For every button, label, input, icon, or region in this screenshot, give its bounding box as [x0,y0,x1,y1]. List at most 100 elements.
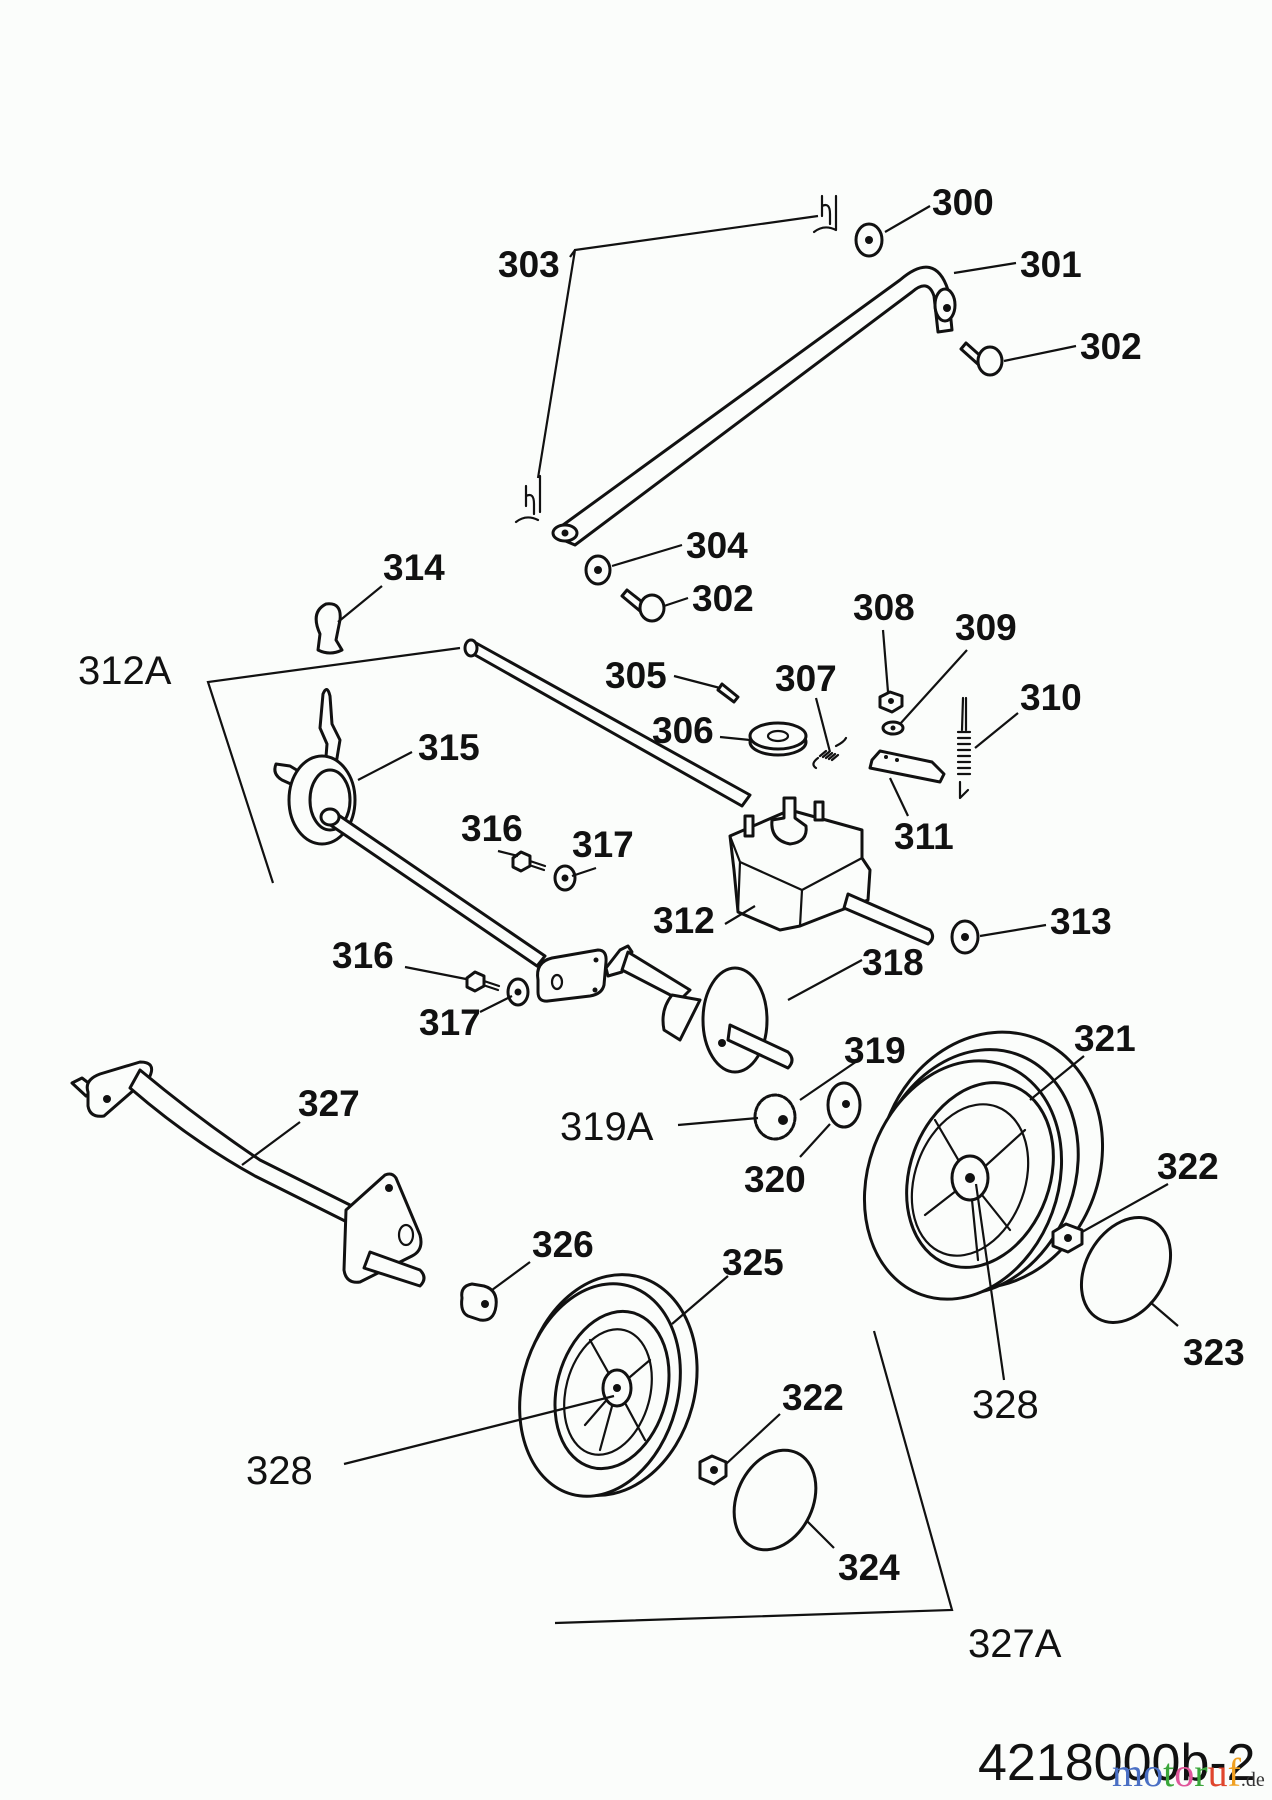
leader-line-300 [884,205,931,233]
spring-307 [812,736,848,770]
callout-label-319A: 319A [560,1105,654,1149]
watermark-letter: t [1163,1750,1174,1795]
hex-nut-308 [878,690,904,714]
watermark-letter: u [1208,1750,1228,1795]
pinion-gear-319 [753,1093,797,1141]
callout-label-312: 312 [653,900,715,941]
callout-label-327A: 327A [968,1622,1062,1666]
hub-cap-323 [1079,1216,1173,1324]
spacer-326 [460,1282,498,1322]
leader-line-312 [724,905,756,925]
washer-300 [854,222,884,258]
leader-line-316-b [404,965,467,981]
leader-line-325 [671,1275,729,1325]
callout-label-317-a: 317 [572,824,634,865]
shift-shaft [463,638,752,808]
callout-label-326: 326 [532,1224,594,1265]
callout-label-321: 321 [1074,1018,1136,1059]
bolt-316-b [465,970,501,993]
leader-line-301 [953,261,1017,275]
leader-line-302-top [1003,344,1077,363]
lever-rod-301 [551,265,957,547]
callout-label-316-a: 316 [461,808,523,849]
leader-line-314 [337,585,383,623]
leader-line-303 [536,214,819,479]
hub-cap-324 [732,1448,818,1552]
callout-label-307: 307 [775,658,837,699]
pulley-306 [748,721,808,757]
watermark-letter: o [1174,1750,1194,1795]
leader-line-311 [889,777,909,817]
clevis-pin-top [959,341,1004,377]
leader-line-319 [799,1058,861,1101]
watermark-letter: r [1194,1750,1207,1795]
callout-label-314: 314 [383,547,445,588]
callout-label-317-b: 317 [419,1002,481,1043]
callout-label-323: 323 [1183,1332,1245,1373]
leader-line-323 [1149,1301,1179,1327]
callout-label-328-a: 328 [972,1383,1039,1427]
callout-label-303: 303 [498,244,560,285]
leader-line-322-b [725,1413,781,1465]
callout-label-324: 324 [838,1547,900,1588]
front-axle-327 [70,1060,426,1288]
callout-label-315: 315 [418,727,480,768]
leader-line-304 [611,543,683,568]
watermark-letter: f [1228,1750,1242,1795]
gearbox-312 [728,796,935,946]
hairpin-clip-top [812,194,838,234]
watermark-logo: motoruf.de [1112,1750,1265,1795]
bracket-312A [206,646,461,884]
extension-spring-310 [956,696,972,800]
leader-line-317-a [571,866,597,878]
leader-line-324 [805,1519,835,1549]
callout-label-311: 311 [894,816,954,857]
callout-label-313: 313 [1050,901,1112,942]
hairpin-clip-bottom [514,474,542,524]
callout-label-302-top: 302 [1080,326,1142,367]
leader-line-328-a [974,1183,1006,1381]
washer-317-a [553,864,577,892]
watermark-text: motoruf.de [1112,1750,1265,1795]
leader-line-326 [491,1261,531,1291]
shift-lever-housing-315 [273,688,547,968]
washer-309 [881,720,905,736]
axle-housing-318 [604,944,794,1074]
leader-line-302-mid [663,596,689,608]
callout-label-305: 305 [605,655,667,696]
callout-label-309: 309 [955,607,1017,648]
callout-label-304: 304 [686,525,748,566]
callout-label-310: 310 [1020,677,1082,718]
bracket-plate-311 [868,749,946,784]
callout-label-319: 319 [844,1030,906,1071]
leader-line-310 [974,712,1019,749]
clevis-pin-mid [620,588,666,623]
hex-nut-322-b [698,1454,728,1486]
leader-line-320 [799,1123,831,1158]
washer-320 [826,1081,862,1129]
watermark-letter: o [1143,1750,1163,1795]
callout-label-308: 308 [853,587,915,628]
callout-label-300: 300 [932,182,994,223]
front-wheel-325 [518,1273,699,1498]
rear-wheel-321 [862,1030,1105,1301]
leader-line-322-a [1081,1183,1169,1233]
callout-label-312A: 312A [78,649,172,693]
leader-line-316-a [497,849,519,858]
callout-label-320: 320 [744,1159,806,1200]
leader-line-321 [1029,1055,1085,1101]
callout-label-301: 301 [1020,244,1082,285]
hex-nut-322-a [1051,1222,1084,1254]
callout-label-322-b: 322 [782,1377,844,1418]
leader-line-306 [719,735,751,742]
roll-pin-305 [716,682,740,704]
knob-314 [314,602,344,655]
leader-line-327 [241,1121,301,1166]
washer-317-b [506,977,530,1007]
leader-line-307 [814,697,832,753]
washer-313 [950,919,980,955]
bracket-327A [554,1330,954,1625]
callout-label-316-b: 316 [332,935,394,976]
